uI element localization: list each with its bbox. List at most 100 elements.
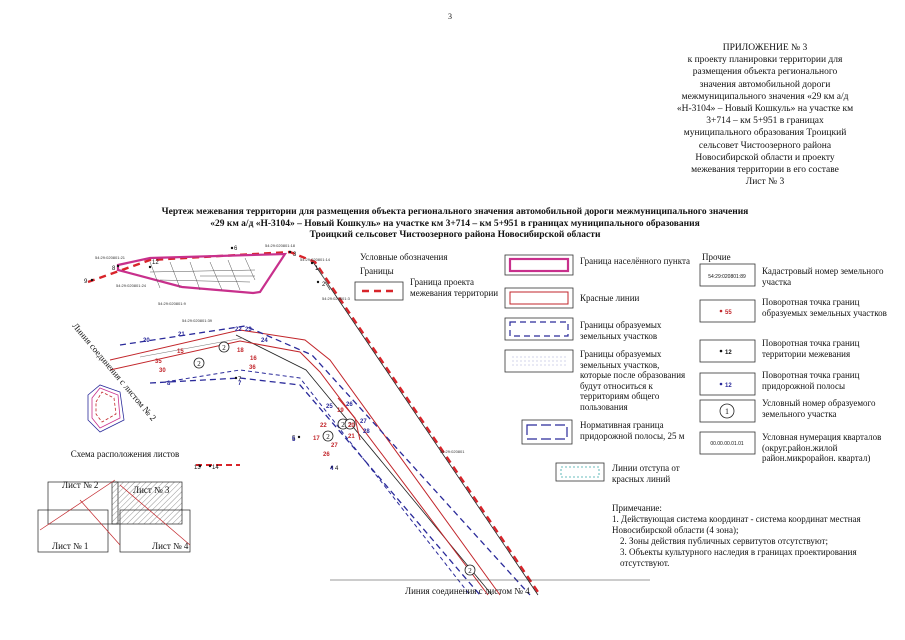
settlement-border	[116, 252, 288, 295]
svg-text:2: 2	[341, 421, 345, 429]
legend-public-parcels-label: Границы образуемых земельных участков, к…	[580, 349, 686, 412]
svg-text:4: 4	[330, 466, 334, 472]
legend-section-other: Прочие	[702, 252, 731, 262]
svg-text:21: 21	[178, 332, 185, 338]
svg-text:8: 8	[167, 381, 171, 387]
svg-text:54:29:020801:18: 54:29:020801:18	[265, 243, 296, 248]
svg-text:19: 19	[337, 408, 344, 414]
note-item: 2. Зоны действия публичных сервитутов от…	[620, 536, 828, 546]
title-line: «29 км а/д «Н-3104» – Новый Кошкуль» на …	[210, 218, 700, 229]
parcel-number-circles-text: 2 2 2 2 2 2	[197, 344, 472, 575]
svg-text:9: 9	[84, 279, 88, 285]
title-line: Троицкий сельсовет Чистоозерного района …	[309, 230, 601, 240]
note-item: 1. Действующая система координат - систе…	[612, 514, 861, 535]
svg-text:23: 23	[245, 327, 252, 333]
appendix-line: Новосибирской области и проекту	[695, 152, 835, 163]
offset-line	[317, 267, 331, 289]
svg-text:7: 7	[238, 381, 242, 387]
svg-text:1: 1	[315, 266, 319, 272]
svg-text:27: 27	[360, 419, 367, 425]
svg-text:30: 30	[159, 368, 166, 374]
notes-block: Примечание: 1. Действующая система коорд…	[612, 503, 892, 569]
svg-text:15: 15	[177, 349, 184, 355]
appendix-line: межевания территории в его составе	[691, 165, 839, 176]
sheet-scheme-title: Схема расположения листов	[70, 449, 180, 459]
sheet-scheme	[37, 479, 191, 553]
svg-text:12: 12	[152, 260, 159, 266]
note-item: 3. Объекты культурного наследия в границ…	[620, 547, 857, 568]
svg-text:20: 20	[143, 338, 150, 344]
road-edge-line	[235, 334, 493, 596]
svg-text:2: 2	[326, 433, 330, 441]
legend-parcel-number-label: Условный номер образуемого земельного уч…	[762, 398, 876, 419]
road-edge-line	[324, 281, 331, 291]
svg-text:7: 7	[238, 377, 242, 383]
legend-turn-point-territory-label: Поворотная точка границ территории межев…	[762, 338, 860, 359]
svg-text:5: 5	[292, 436, 296, 442]
boundary-points-black: 9 8 1 2 3 4 5 6 7 13 14 12	[84, 246, 339, 472]
appendix-line: размещения объекта регионального	[692, 67, 838, 78]
svg-text:35: 35	[155, 359, 162, 365]
svg-text:22: 22	[235, 327, 242, 333]
red-line	[109, 329, 501, 596]
link-label-left: Линия соединения с листом № 2	[70, 321, 158, 423]
appendix-line: межмуниципального значения «29 км а/д	[681, 91, 849, 102]
svg-text:18: 18	[237, 348, 244, 354]
svg-text:24: 24	[261, 338, 268, 344]
legend-settlement-label: Граница населённого пункта	[580, 256, 690, 266]
svg-text:54:29:020801:39: 54:29:020801:39	[182, 318, 213, 323]
legend-section-borders: Границы	[360, 266, 394, 276]
legend-cadastral-label: Кадастровый номер земельного участка	[762, 266, 884, 287]
svg-text:4: 4	[335, 466, 339, 472]
site-sketch	[87, 384, 125, 433]
legend-turn-point-roadside-label: Поворотная точка границ придорожной поло…	[762, 370, 860, 391]
legend-parcels-label: Границы образуемых земельных участков	[580, 320, 662, 341]
svg-text:00.00.00.01.01: 00.00.00.01.01	[710, 441, 744, 447]
appendix-block: ПРИЛОЖЕНИЕ № 3 к проекту планировки терр…	[640, 42, 890, 188]
svg-text:2: 2	[197, 360, 201, 368]
svg-text:1: 1	[725, 407, 729, 416]
svg-text:54:29:020801:14: 54:29:020801:14	[300, 257, 331, 262]
red-line	[109, 340, 489, 596]
red-line	[337, 397, 361, 441]
legend-symbol-texts: 54:29:020801:89 55 12 12 1 00.00.00.01.0…	[708, 274, 746, 447]
svg-text:2: 2	[322, 282, 326, 288]
title-line: Чертеж межевания территории для размещен…	[161, 207, 749, 217]
parcel-border-line	[119, 325, 531, 596]
svg-text:36: 36	[249, 365, 256, 371]
parcel-border-line	[164, 369, 471, 596]
svg-text:54:29:020801:89: 54:29:020801:89	[708, 274, 746, 280]
appendix-line: «Н-3104» – Новый Кошкуль» на участке км	[676, 104, 854, 115]
svg-text:54:29:020801:21: 54:29:020801:21	[95, 255, 126, 260]
svg-text:27: 27	[331, 443, 338, 449]
svg-text:22: 22	[320, 423, 327, 429]
svg-text:54:29:020801: 54:29:020801	[440, 449, 465, 454]
svg-text:17: 17	[313, 436, 320, 442]
svg-text:12: 12	[725, 383, 732, 389]
svg-text:21: 21	[348, 434, 355, 440]
legend-offset-label: Линии отступа от красных линий	[612, 463, 680, 484]
svg-text:55: 55	[725, 310, 732, 316]
road-edge-line	[312, 261, 539, 596]
svg-text:8: 8	[112, 266, 116, 272]
svg-text:20: 20	[348, 423, 355, 429]
appendix-line: значения автомобильной дороги	[699, 79, 831, 90]
svg-text:12: 12	[725, 350, 732, 356]
page-number: 3	[448, 12, 452, 21]
svg-text:14: 14	[212, 465, 219, 471]
svg-text:26: 26	[346, 402, 353, 408]
svg-text:54:29:020801:24: 54:29:020801:24	[116, 283, 147, 288]
notes-heading: Примечание:	[612, 503, 662, 513]
appendix-line: сельсовет Чистоозерного района	[698, 140, 832, 151]
boundary-points-blue: 20 21 22 23 24 25 26 27 28 8 7 5 4	[143, 327, 370, 472]
appendix-line: 3+714 – км 5+951 в границах	[706, 116, 824, 127]
boundary-points-red: 15 16 17 18 19 20 21 22 26 27 30 35 36	[155, 348, 355, 458]
svg-text:5: 5	[292, 437, 296, 443]
svg-text:3: 3	[293, 252, 297, 258]
legend-red-lines-label: Красные линии	[580, 293, 640, 303]
svg-text:28: 28	[363, 429, 370, 435]
svg-text:16: 16	[250, 356, 257, 362]
svg-text:2: 2	[468, 567, 472, 575]
svg-text:13: 13	[194, 465, 201, 471]
